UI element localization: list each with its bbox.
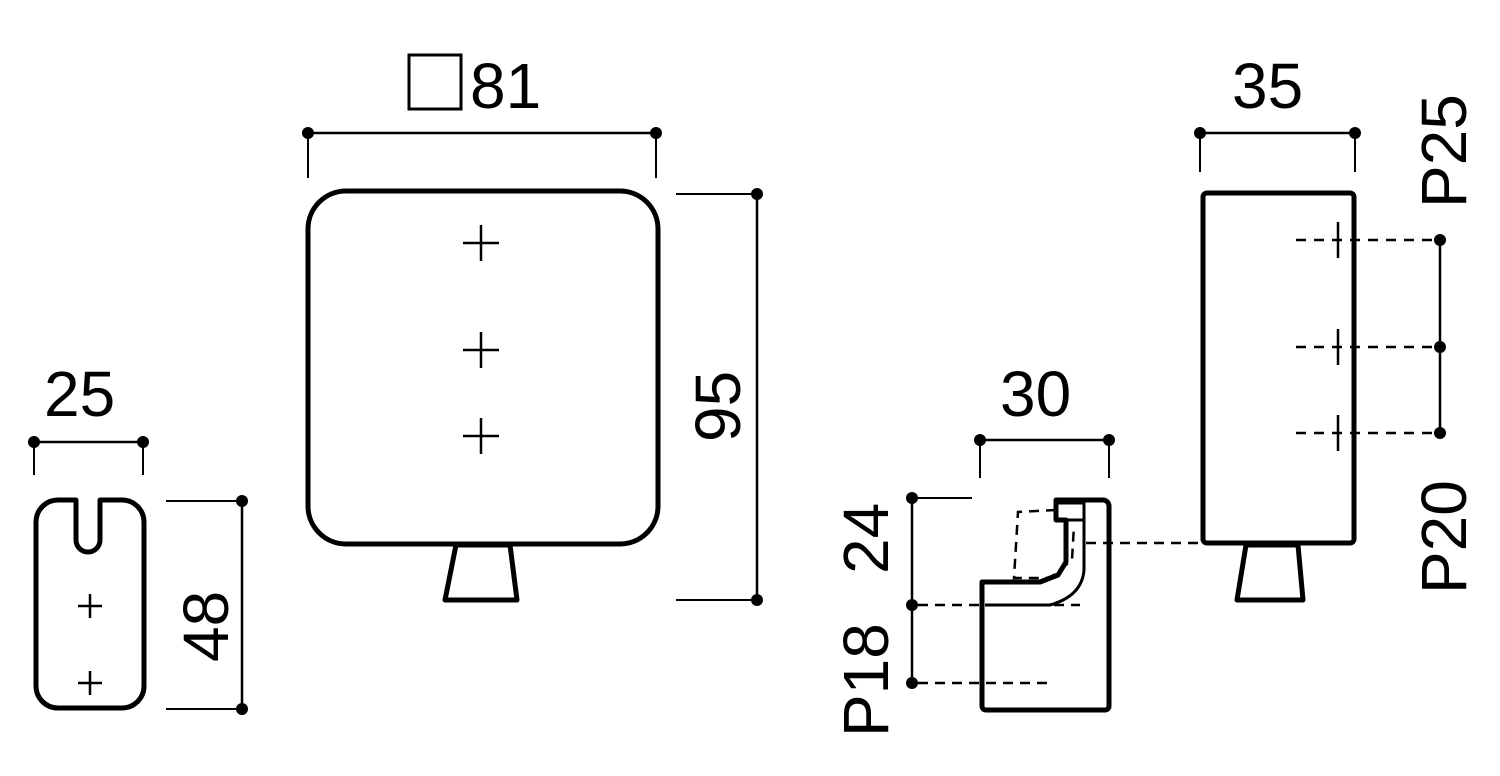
small-plus-markers <box>78 594 102 695</box>
hook-pitch-label: P18 <box>830 623 902 737</box>
hook-height-label: 24 <box>830 503 902 574</box>
main-plus-markers <box>463 225 499 454</box>
side-pitch-dot-top <box>1434 234 1446 246</box>
hook-side-view: 30 24 P18 <box>830 358 1218 737</box>
side-pitch-top-label: P25 <box>1408 94 1480 208</box>
square-symbol <box>407 53 463 111</box>
side-pitch-dot-bottom <box>1434 427 1446 439</box>
main-height-dim-dot-top <box>751 188 763 200</box>
small-height-label: 48 <box>170 591 242 662</box>
tall-side-view: 35 P25 P20 <box>1194 50 1480 603</box>
main-hook-stub <box>442 542 520 603</box>
main-height-dim-dot-bottom <box>751 594 763 606</box>
hook-hidden-lines <box>918 508 1218 685</box>
side-depth-label: 35 <box>1232 50 1303 122</box>
main-height-label: 95 <box>682 371 754 442</box>
square-size-label: 81 <box>470 50 541 122</box>
main-front-view: 81 95 <box>302 50 763 606</box>
side-pitch-bottom-label: P20 <box>1408 480 1480 594</box>
side-body-outline <box>1200 190 1357 546</box>
hook-inner-bend <box>985 520 1086 607</box>
hook-width-label: 30 <box>1000 358 1071 430</box>
side-hole-markers <box>1296 222 1440 451</box>
small-height-dot-top <box>236 495 248 507</box>
hook-pitch-dot-bottom <box>906 677 918 689</box>
hook-outline <box>979 497 1112 713</box>
hook-pitch-dot-top <box>906 492 918 504</box>
small-piece-view: 25 48 <box>28 358 248 715</box>
side-pitch-dot-mid <box>1434 341 1446 353</box>
small-width-label: 25 <box>44 358 115 430</box>
hook-tip <box>1054 501 1086 522</box>
hook-pitch-dot-mid <box>906 599 918 611</box>
side-hook-stub <box>1234 542 1306 603</box>
small-height-dot-bottom <box>236 703 248 715</box>
small-piece-outline <box>33 497 147 711</box>
